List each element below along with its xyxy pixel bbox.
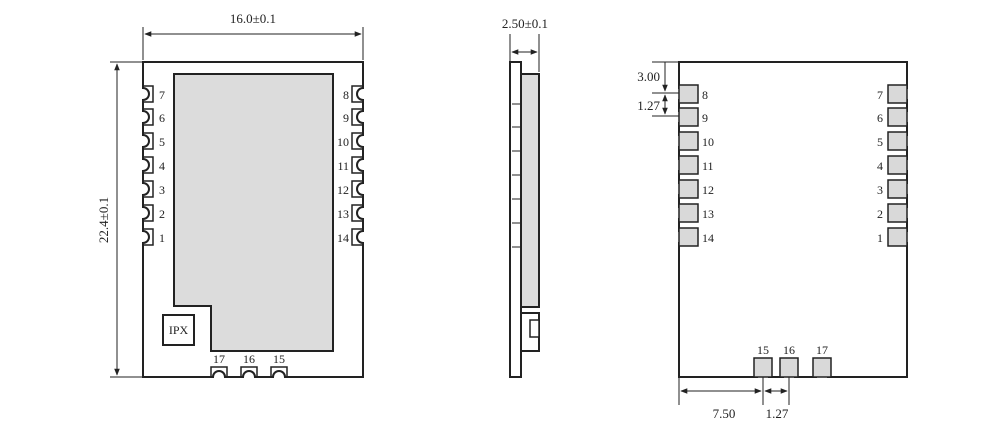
dim-pitch-label: 1.27 xyxy=(637,98,660,113)
dim-bottom-offset-label: 7.50 xyxy=(713,406,736,421)
bottom-right-pad xyxy=(887,227,908,247)
bottom-right-pin-label: 3 xyxy=(877,183,883,197)
bottom-left-pin-label: 14 xyxy=(702,231,714,245)
side-pcb xyxy=(509,61,522,378)
bottom-right-pad xyxy=(887,84,908,104)
bottom-left-pad xyxy=(678,107,699,127)
top-left-pad xyxy=(143,228,154,246)
top-left-pad xyxy=(143,156,154,174)
side-shield xyxy=(520,73,540,308)
bottom-bottom-pin-group: 15 16 17 xyxy=(753,343,832,378)
top-left-pad xyxy=(143,180,154,198)
bottom-right-pin-label: 4 xyxy=(877,159,883,173)
top-right-pin-label: 9 xyxy=(343,111,349,125)
top-right-pad xyxy=(351,180,363,198)
bottom-left-pin-label: 12 xyxy=(702,183,714,197)
top-bottom-pin-group: 17 16 15 xyxy=(210,352,288,377)
bottom-right-pin-group: 7 6 5 4 3 2 1 xyxy=(877,84,908,247)
bottom-view: 3.00 1.27 7.50 1.27 8 9 10 11 12 13 14 7 6 5 4 3 2 1… xyxy=(637,61,908,421)
top-left-pin-label: 6 xyxy=(159,111,165,125)
bottom-right-pin-label: 5 xyxy=(877,135,883,149)
top-left-pin-group: 7 6 5 4 3 2 1 xyxy=(143,85,165,246)
bottom-right-pad xyxy=(887,107,908,127)
top-left-pad xyxy=(143,204,154,222)
top-right-pad xyxy=(351,85,363,103)
bottom-right-pad xyxy=(887,155,908,175)
top-left-pad xyxy=(143,132,154,150)
top-bottom-pad xyxy=(270,366,288,377)
bottom-right-pad xyxy=(887,203,908,223)
bottom-left-pin-label: 10 xyxy=(702,135,714,149)
bottom-left-pad xyxy=(678,227,699,247)
bottom-left-pin-label: 8 xyxy=(702,88,708,102)
top-right-pin-label: 11 xyxy=(337,159,349,173)
top-left-pin-label: 7 xyxy=(159,88,165,102)
top-bottom-pin-label: 15 xyxy=(273,352,285,366)
top-right-pin-label: 13 xyxy=(337,207,349,221)
top-left-pin-label: 1 xyxy=(159,231,165,245)
bottom-bottom-pad xyxy=(753,357,773,378)
top-left-pin-label: 5 xyxy=(159,135,165,149)
top-left-pin-label: 4 xyxy=(159,159,165,173)
top-view: 16.0±0.1 22.4±0.1 IPX 7 6 5 4 3 2 1 8 9 10 11 12 13… xyxy=(96,11,364,378)
bottom-left-pad xyxy=(678,84,699,104)
bottom-right-pin-label: 7 xyxy=(877,88,883,102)
bottom-right-pin-label: 2 xyxy=(877,207,883,221)
top-left-pin-label: 2 xyxy=(159,207,165,221)
top-right-pin-group: 8 9 10 11 12 13 14 xyxy=(337,85,363,246)
top-right-pin-label: 12 xyxy=(337,183,349,197)
bottom-left-pin-label: 9 xyxy=(702,111,708,125)
bottom-left-pad xyxy=(678,203,699,223)
bottom-left-pin-label: 11 xyxy=(702,159,714,173)
top-right-pad xyxy=(351,228,363,246)
top-right-pin-label: 8 xyxy=(343,88,349,102)
top-width-dim-label: 16.0±0.1 xyxy=(230,11,276,26)
bottom-bottom-pad xyxy=(812,357,832,378)
top-bottom-pin-label: 16 xyxy=(243,352,255,366)
top-right-pad xyxy=(351,108,363,126)
bottom-bottom-pad xyxy=(779,357,799,378)
top-right-pad xyxy=(351,156,363,174)
top-left-pad xyxy=(143,108,154,126)
dim-top-offset-label: 3.00 xyxy=(637,69,660,84)
top-right-pin-label: 10 xyxy=(337,135,349,149)
bottom-left-pad xyxy=(678,155,699,175)
bottom-right-pad xyxy=(887,179,908,199)
bottom-left-pad xyxy=(678,131,699,151)
top-bottom-pin-label: 17 xyxy=(213,352,225,366)
top-bottom-pad xyxy=(210,366,228,377)
bottom-bottom-pin-label: 16 xyxy=(783,343,795,357)
bottom-bottom-pin-label: 17 xyxy=(816,343,828,357)
side-view: 2.50±0.1 xyxy=(502,16,548,378)
rf-shield xyxy=(173,73,334,352)
bottom-left-pin-group: 8 9 10 11 12 13 14 xyxy=(678,84,714,247)
top-right-pad xyxy=(351,204,363,222)
bottom-right-pin-label: 6 xyxy=(877,111,883,125)
top-height-dim-label: 22.4±0.1 xyxy=(96,197,111,243)
ipx-label: IPX xyxy=(169,323,189,337)
bottom-left-pad xyxy=(678,179,699,199)
bottom-right-pad xyxy=(887,131,908,151)
side-ipx-post xyxy=(529,319,540,338)
side-pin-ticks xyxy=(512,103,521,248)
side-thickness-dim-label: 2.50±0.1 xyxy=(502,16,548,31)
top-left-pad xyxy=(143,85,154,103)
ipx-connector xyxy=(162,314,195,346)
top-left-pin-label: 3 xyxy=(159,183,165,197)
dim-bottom-pitch-label: 1.27 xyxy=(766,406,789,421)
top-right-pin-label: 14 xyxy=(337,231,349,245)
top-bottom-pad xyxy=(240,366,258,377)
bottom-right-pin-label: 1 xyxy=(877,231,883,245)
top-right-pad xyxy=(351,132,363,150)
bottom-bottom-pin-label: 15 xyxy=(757,343,769,357)
bottom-left-pin-label: 13 xyxy=(702,207,714,221)
